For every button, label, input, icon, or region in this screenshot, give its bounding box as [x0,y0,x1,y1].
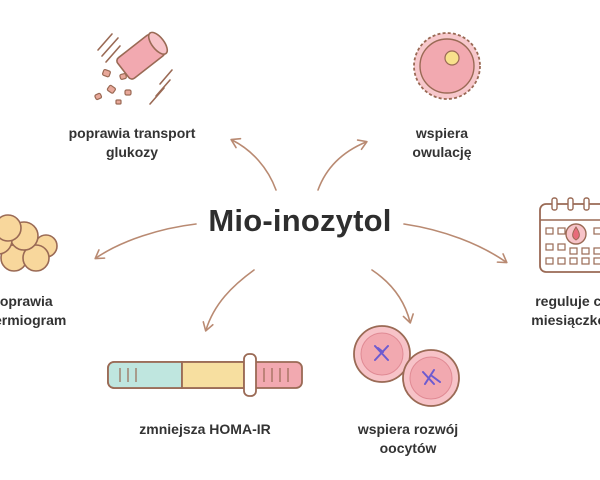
calendar-icon [539,197,600,273]
label-line: wspiera rozwój [357,421,459,437]
label-glucose-transport: poprawia transport glukozy [42,124,222,162]
label-homa: zmniejsza HOMA-IR [115,420,295,439]
label-line: miesiączkowy [531,312,600,328]
label-line: owulację [412,144,472,160]
label-cycle: reguluje cykl miesiączkowy [508,292,600,330]
ovum-icon [413,32,481,100]
label-line: poprawia [0,293,53,309]
label-line: oocytów [379,440,437,456]
label-ovulation: wspiera owulację [382,124,502,162]
oocytes-icon [353,325,460,407]
arrow-to-ovulation [317,139,368,191]
label-line: poprawia transport [68,125,196,141]
label-line: reguluje cykl [535,293,600,309]
glucose-transport-icon [94,31,173,105]
label-line: glukozy [105,144,159,160]
label-line: zmniejsza HOMA-IR [139,421,271,437]
label-line: spermiogram [0,312,67,328]
arrow-to-homa [202,269,255,332]
homa-scale-icon [107,353,303,397]
label-line: wspiera [415,125,469,141]
arrow-to-sperm [94,223,197,260]
arrow-to-cycle [403,223,508,264]
sperm-cells-icon [0,214,58,272]
arrow-to-oocytes [371,269,414,324]
center-title: Mio-inozytol [208,203,392,238]
label-spermiogram: poprawia spermiogram [0,292,92,330]
arrow-to-glucose [230,137,277,191]
label-oocytes: wspiera rozwój oocytów [338,420,478,458]
